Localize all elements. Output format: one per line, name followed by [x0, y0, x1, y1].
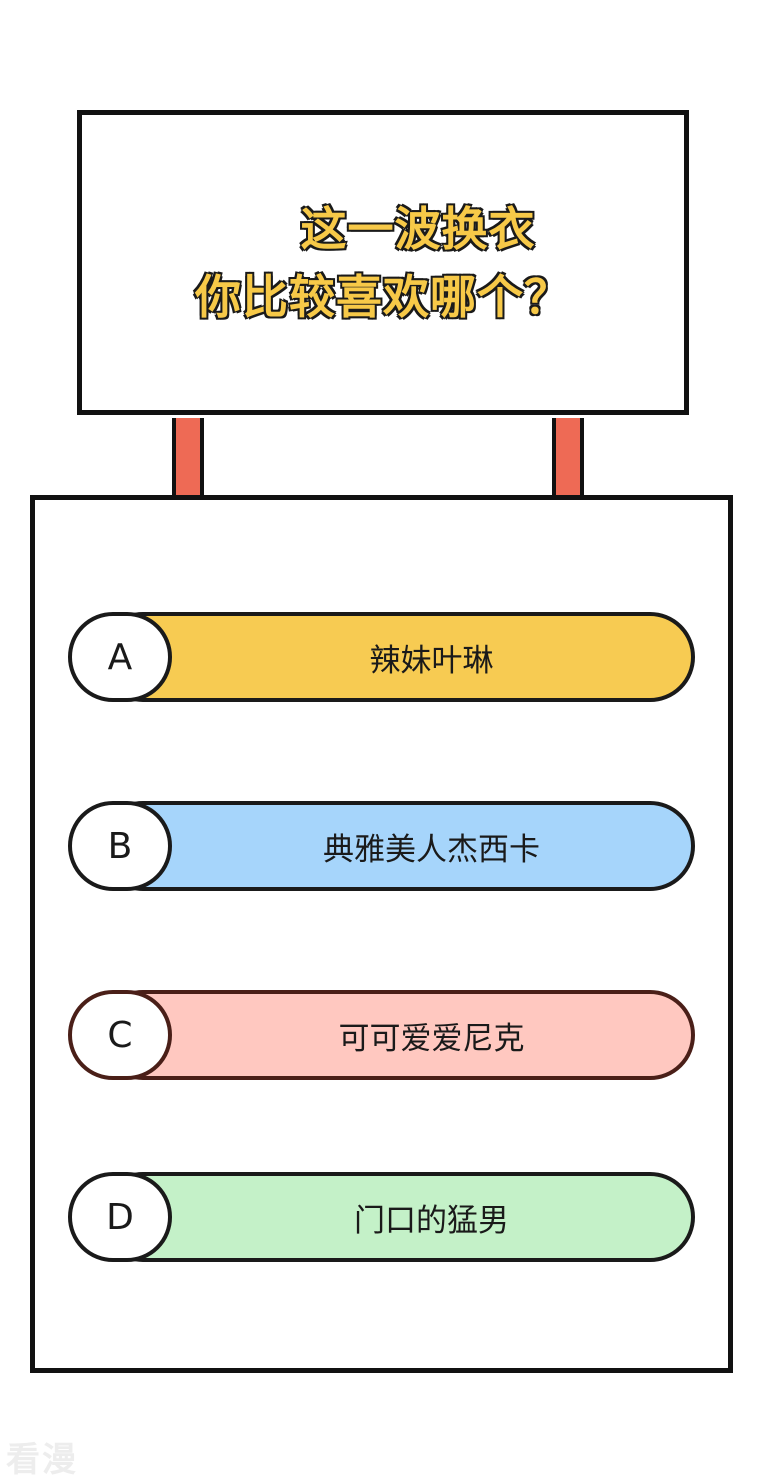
option-a-button[interactable]: 辣妹叶琳 A	[68, 612, 695, 702]
option-d-button[interactable]: 门口的猛男 D	[68, 1172, 695, 1262]
question-title-line-2: 你比较喜欢哪个？	[194, 269, 571, 325]
option-b-button[interactable]: 典雅美人杰西卡 B	[68, 801, 695, 891]
option-b-label: 典雅美人杰西卡	[323, 831, 540, 868]
option-d-bar[interactable]: 门口的猛男	[98, 1172, 695, 1262]
option-b-bar[interactable]: 典雅美人杰西卡	[98, 801, 695, 891]
option-a-label: 辣妹叶琳	[369, 642, 494, 679]
question-title-line-1: 这一波换衣	[300, 201, 536, 257]
watermark-logo: 看漫	[6, 1440, 78, 1480]
option-c-bar[interactable]: 可可爱爱尼克	[98, 990, 695, 1080]
option-a-badge[interactable]: A	[68, 612, 172, 702]
option-d-letter: D	[106, 1196, 134, 1238]
option-c-button[interactable]: 可可爱爱尼克 C	[68, 990, 695, 1080]
option-c-badge[interactable]: C	[68, 990, 172, 1080]
option-a-letter: A	[107, 636, 133, 678]
option-d-label: 门口的猛男	[354, 1202, 509, 1239]
option-c-label: 可可爱爱尼克	[338, 1020, 525, 1057]
question-sign-board: 这一波换衣 你比较喜欢哪个？	[77, 110, 689, 415]
option-a-bar[interactable]: 辣妹叶琳	[98, 612, 695, 702]
option-b-badge[interactable]: B	[68, 801, 172, 891]
option-d-badge[interactable]: D	[68, 1172, 172, 1262]
sign-post-left	[172, 418, 204, 498]
sign-post-right	[552, 418, 584, 498]
option-b-letter: B	[107, 825, 133, 867]
option-c-letter: C	[107, 1014, 133, 1056]
